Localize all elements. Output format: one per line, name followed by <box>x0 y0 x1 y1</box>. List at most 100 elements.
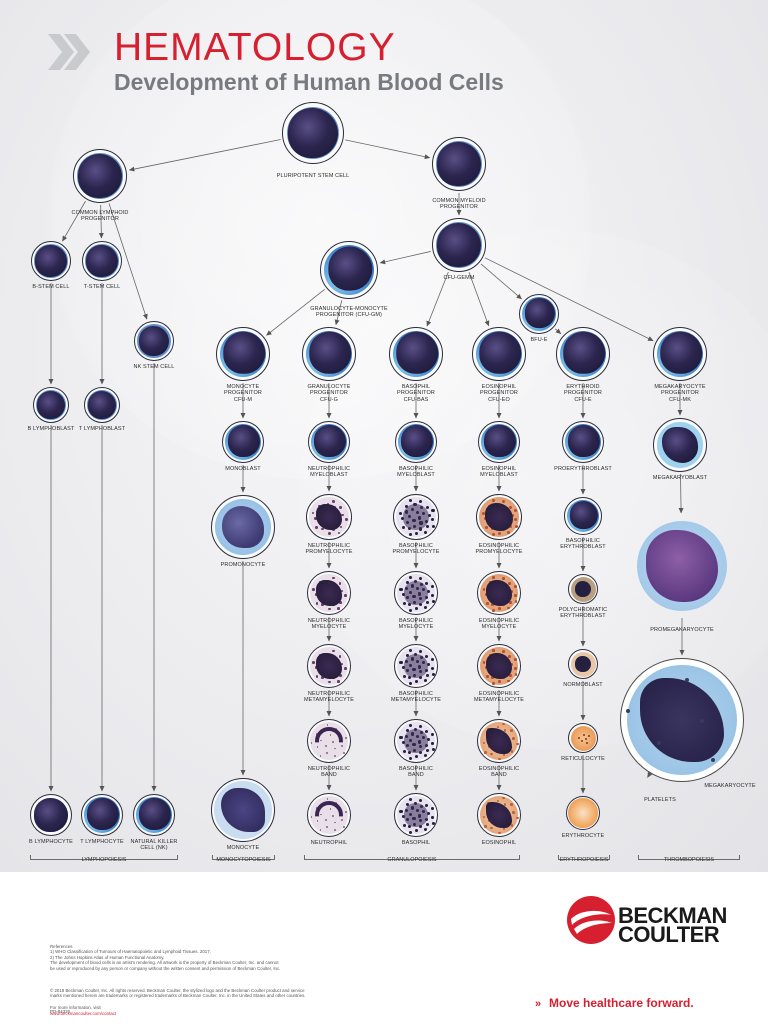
granule <box>326 723 329 726</box>
granule <box>485 526 489 530</box>
nucleus <box>403 728 429 754</box>
nucleus <box>315 727 343 743</box>
granule <box>331 499 335 503</box>
cell-label: EOSINOPHILIC METAMYELOCYTE <box>473 691 525 704</box>
lineage-arrow-cfugemm-to-eosprog <box>468 272 490 327</box>
cell-clp <box>73 149 127 203</box>
granule <box>587 734 590 737</box>
cell-label: BASOPHILIC ERYTHROBLAST <box>560 538 606 551</box>
cell-label: RETICULOCYTE <box>561 756 605 762</box>
cell-label: ERYTHROCYTE <box>561 833 605 839</box>
cell-basopromyelocyte <box>393 494 439 540</box>
granule <box>425 730 429 734</box>
granule <box>319 828 322 831</box>
granule <box>314 593 318 597</box>
contact-link[interactable]: www.beckmancoulter.com/contact <box>50 1010 117 1016</box>
cell-label: B LYMPHOCYTE <box>29 839 73 845</box>
granule <box>496 725 500 729</box>
cell-label: EOSINOPHILIC PROMYELOCYTE <box>475 543 523 556</box>
nucleus <box>401 425 433 457</box>
cell-label: BFU-E <box>530 337 548 343</box>
cell-neutmyelocyte <box>307 571 351 615</box>
lineage-arrow-clp-to-bstem <box>62 200 86 242</box>
granule <box>516 816 519 820</box>
granule <box>337 606 340 610</box>
nucleus <box>660 332 702 374</box>
nucleus <box>403 504 429 530</box>
granule <box>423 679 427 683</box>
brand-name-line1: BECKMAN <box>618 903 727 928</box>
granule <box>418 676 422 680</box>
cell-eosmyeloblast <box>478 421 520 463</box>
granule <box>333 829 336 832</box>
nucleus <box>228 425 260 457</box>
lineage-arrow-cfugemm-to-gmp <box>379 251 431 265</box>
granule <box>408 499 412 503</box>
chevron-logo-icon <box>48 34 90 70</box>
granule <box>326 797 329 800</box>
granule <box>423 754 427 758</box>
more-info-prefix: For more information, visit <box>50 1005 101 1011</box>
cell-blymphocyte <box>30 794 72 836</box>
granule <box>325 818 327 821</box>
nucleus <box>34 798 68 832</box>
granule <box>344 518 348 522</box>
cell-basometamyelocyte <box>394 644 438 688</box>
tagline-chevron-icon: » <box>535 998 542 1010</box>
lineage-arrow-cfugemm-to-basoprog <box>426 271 449 327</box>
cell-basoprog <box>389 327 443 381</box>
granule <box>508 601 512 604</box>
granule <box>492 576 496 580</box>
granule <box>423 606 427 610</box>
granule <box>331 649 335 653</box>
cell-eospromyelocyte <box>476 494 522 540</box>
granule <box>312 660 315 664</box>
granule <box>509 525 513 529</box>
nucleus <box>221 505 265 549</box>
lineage-arrow-clp-to-nkstem <box>108 203 148 320</box>
granule <box>514 518 518 522</box>
beckman-coulter-logo-icon <box>567 896 615 944</box>
cell-label: COMMON MYELOID PROGENITOR <box>432 198 486 211</box>
cell-nkcell <box>133 794 175 836</box>
cell-blymphoblast <box>33 387 69 423</box>
granule <box>484 825 487 828</box>
nucleus <box>569 500 599 530</box>
cell-basomyelocyte <box>394 571 438 615</box>
nucleus <box>223 332 265 374</box>
granule <box>418 751 422 755</box>
copyright-text: © 2018 Beckman Coulter, Inc. All rights … <box>50 988 306 999</box>
granule <box>338 582 342 585</box>
lineage-arrow-megakaryocyte-to-platelets <box>647 771 653 778</box>
granule <box>430 594 434 598</box>
cell-label: CFU-GEMM <box>443 275 475 281</box>
nucleus <box>574 580 592 598</box>
granule <box>498 680 502 683</box>
granule <box>513 667 517 671</box>
nucleus <box>484 425 516 457</box>
cell-label: T LYMPHOCYTE <box>80 839 124 845</box>
granule <box>312 587 315 591</box>
group-bracket-lymphopoiesis <box>30 855 178 860</box>
granule <box>482 660 486 664</box>
granule <box>427 662 431 666</box>
cell-label: T-STEM CELL <box>83 284 121 290</box>
granule <box>399 587 403 591</box>
group-bracket-erythropoiesis <box>558 855 610 860</box>
cell-bstem <box>31 241 71 281</box>
granule <box>418 500 422 504</box>
references-text: References 1) WHO Classification of Tumo… <box>50 944 281 971</box>
granule <box>432 524 436 528</box>
granule <box>585 741 588 744</box>
granule <box>431 600 435 604</box>
granule <box>414 531 419 535</box>
nucleus <box>315 503 343 531</box>
granule <box>502 752 506 756</box>
cell-label: BASOPHILIC PROMYELOCYTE <box>392 543 440 556</box>
granule <box>430 806 434 811</box>
cell-label: NEUTROPHILIC BAND <box>307 766 351 779</box>
cell-gmp <box>320 241 378 299</box>
lineage-arrow-bfue-to-eryprog <box>555 328 562 335</box>
brand-tagline: Move healthcare forward. <box>549 996 694 1010</box>
cell-label: BASOPHIL <box>401 840 431 846</box>
